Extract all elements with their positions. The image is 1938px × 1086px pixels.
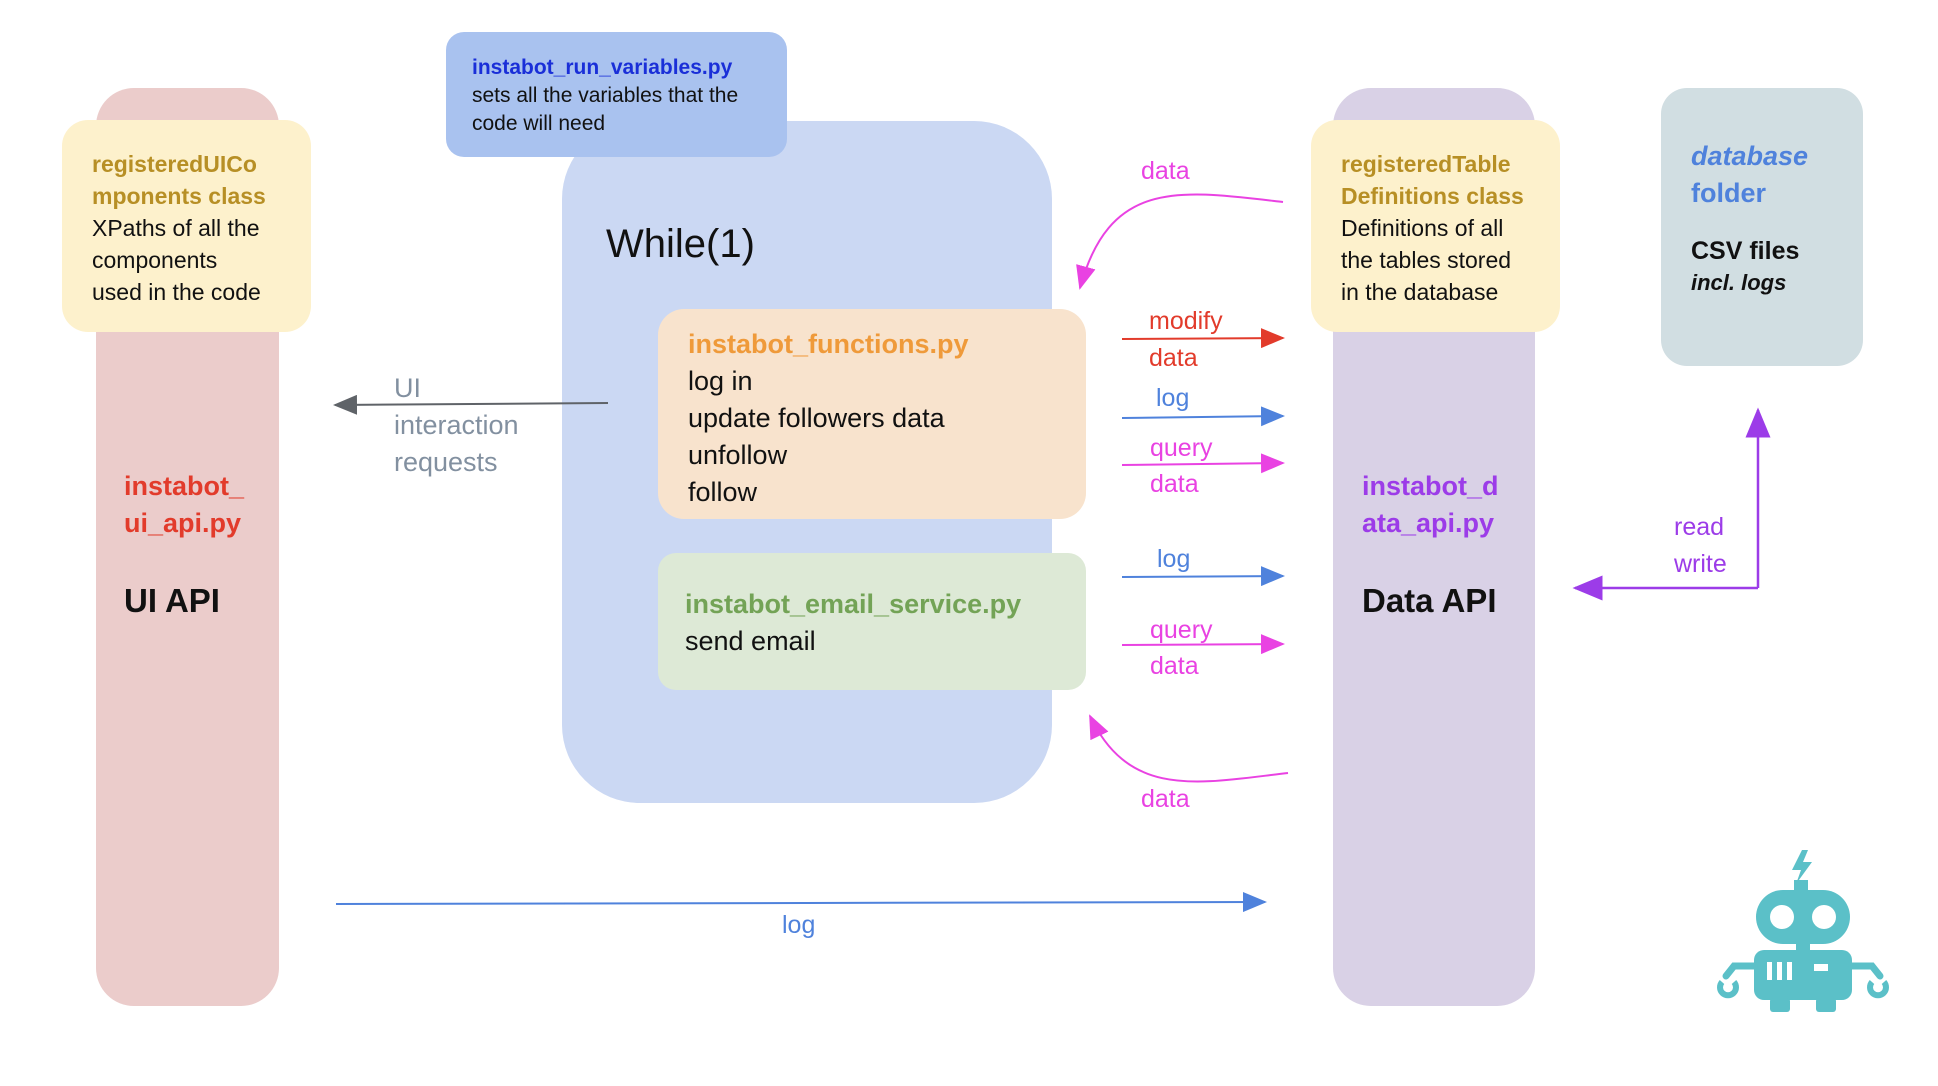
label-line: data <box>1150 470 1199 498</box>
log-bottom-arrow <box>335 892 1267 913</box>
card-title: Definitions class <box>1341 183 1524 209</box>
folder-body: CSV files <box>1691 237 1800 265</box>
file-name: instabot_ <box>124 471 245 501</box>
function-item: log in <box>688 366 753 396</box>
file-name: instabot_run_variables.py <box>472 56 733 79</box>
functions-box: instabot_functions.py log in update foll… <box>658 309 1086 519</box>
data-label-bottom: data <box>1141 785 1190 813</box>
registered-table-definitions-card: registeredTable Definitions class Defini… <box>1311 120 1560 332</box>
query-label-2: query data <box>1150 612 1213 684</box>
run-variables-box: instabot_run_variables.py sets all the v… <box>446 32 787 157</box>
ui-api-title: UI API <box>124 582 220 619</box>
while-loop-title: While(1) <box>606 222 755 266</box>
card-body: XPaths of all the <box>92 215 260 241</box>
log-label-1: log <box>1156 384 1190 412</box>
data-api-title: Data API <box>1362 582 1497 619</box>
log-label-bottom: log <box>782 911 816 939</box>
data-api-file-label: instabot_d ata_api.py <box>1362 468 1499 542</box>
label-line: data <box>1149 344 1198 372</box>
description: sets all the variables that the <box>472 84 739 107</box>
card-title: mponents class <box>92 183 266 209</box>
email-service-box: instabot_email_service.py send email <box>658 553 1086 690</box>
label-line: requests <box>394 447 498 477</box>
log-arrow-2 <box>1121 566 1285 587</box>
database-folder-box: database folder CSV files incl. logs <box>1661 88 1863 366</box>
read-write-label: read write <box>1674 509 1727 583</box>
file-name: ata_api.py <box>1362 508 1495 538</box>
ui-api-file-label: instabot_ ui_api.py <box>124 468 244 542</box>
card-body: in the database <box>1341 279 1499 305</box>
ui-requests-arrow <box>333 394 609 415</box>
file-name: instabot_d <box>1362 471 1499 501</box>
label-line: write <box>1674 550 1727 578</box>
log-label-2: log <box>1157 545 1191 573</box>
card-body: used in the code <box>92 279 261 305</box>
label-line: data <box>1150 652 1199 680</box>
file-name: instabot_functions.py <box>688 329 969 359</box>
file-name: ui_api.py <box>124 508 242 538</box>
card-body: the tables stored <box>1341 247 1512 273</box>
data-in-arrow-top <box>1076 193 1284 290</box>
query-label-1: query data <box>1150 430 1213 502</box>
card-title: registeredUICo <box>92 151 257 177</box>
data-label-top: data <box>1141 157 1190 185</box>
modify-label: modify data <box>1149 303 1223 377</box>
query-arrow-1 <box>1121 453 1285 474</box>
registered-ui-components-card: registeredUICo mponents class XPaths of … <box>62 120 311 332</box>
robot-icon <box>1717 850 1889 1012</box>
modify-arrow <box>1121 328 1285 349</box>
description: code will need <box>472 112 606 135</box>
label-line: query <box>1150 434 1213 462</box>
data-in-arrow-bottom <box>1089 714 1289 783</box>
card-body: Definitions of all <box>1341 215 1504 241</box>
function-item: unfollow <box>688 440 788 470</box>
card-title: registeredTable <box>1341 151 1511 177</box>
function-item: follow <box>688 477 758 507</box>
label-line: UI <box>394 373 421 403</box>
label-line: modify <box>1149 307 1223 335</box>
file-name: instabot_email_service.py <box>685 589 1022 619</box>
query-arrow-2 <box>1121 634 1285 655</box>
folder-sub: incl. logs <box>1691 270 1787 295</box>
function-item: update followers data <box>688 403 945 433</box>
label-line: read <box>1674 513 1725 541</box>
card-body: components <box>92 247 218 273</box>
label-line: interaction <box>394 410 519 440</box>
label-line: query <box>1150 616 1213 644</box>
folder-title: folder <box>1691 178 1767 208</box>
ui-requests-label: UI interaction requests <box>394 370 519 481</box>
function-item: send email <box>685 626 816 656</box>
log-arrow-1 <box>1121 406 1285 427</box>
folder-title: database <box>1691 141 1809 171</box>
